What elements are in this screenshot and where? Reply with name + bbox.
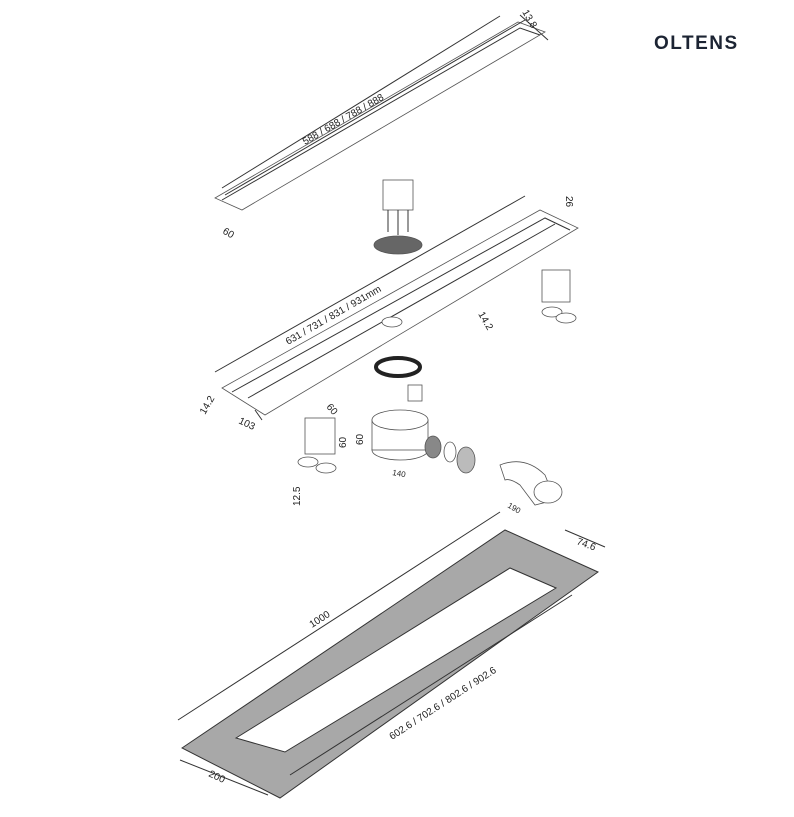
dim-elbow-length: 190 <box>506 501 523 516</box>
drain-channel-part <box>214 195 579 421</box>
dim-channel-width: 103 <box>237 416 257 433</box>
siphon-body <box>371 409 476 474</box>
foot-left <box>297 417 337 474</box>
dim-frame-length: 1000 <box>308 609 333 631</box>
foot-right <box>541 269 577 324</box>
sealing-frame <box>177 511 606 799</box>
dim-foot-height: 60 <box>338 436 349 448</box>
dim-frame-margin: 74.6 <box>575 536 597 553</box>
dim-channel-inner: 14.2 <box>475 310 494 333</box>
brand-logo: OLTENS <box>654 33 739 54</box>
dim-channel-height: 26 <box>563 196 574 208</box>
dim-channel-side: 14.2 <box>198 394 217 417</box>
grate-part <box>214 14 549 211</box>
siphon-insert-part <box>373 179 423 255</box>
dim-frame-width: 200 <box>207 769 227 786</box>
plug-part <box>407 384 423 402</box>
dim-siphon-length: 140 <box>392 468 407 479</box>
dim-grate-width: 60 <box>221 226 237 241</box>
dim-foot-adjust: 12.5 <box>292 486 303 506</box>
dim-foot-depth: 60 <box>324 402 340 418</box>
dim-line <box>221 15 501 189</box>
gasket-ring <box>374 356 422 378</box>
elbow-part <box>499 461 563 506</box>
dim-siphon-height: 60 <box>355 433 366 445</box>
